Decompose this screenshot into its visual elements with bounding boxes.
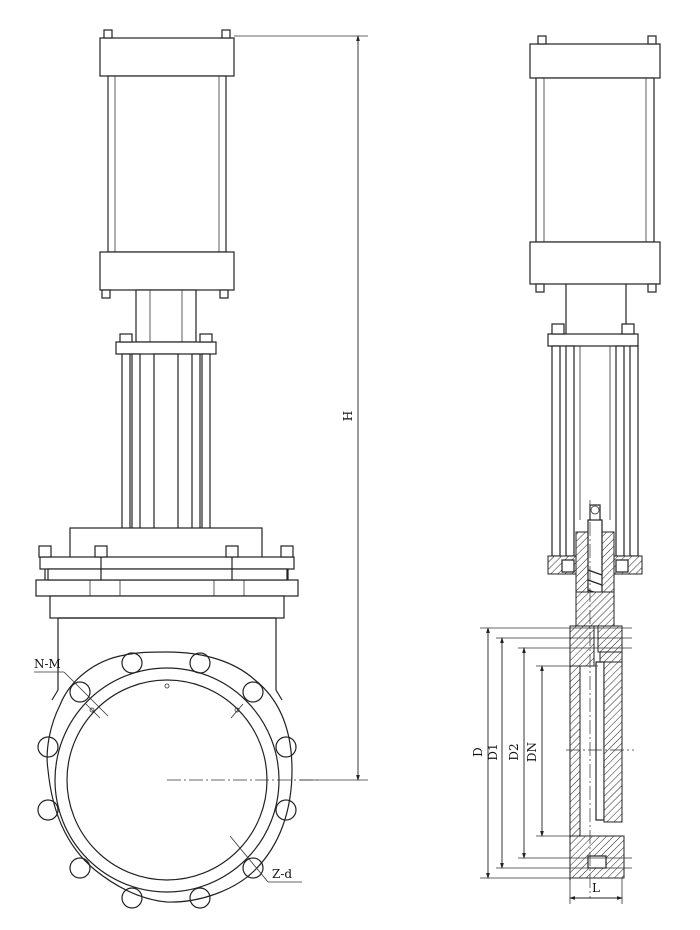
side-cylinder-bottom-cap xyxy=(529,241,661,293)
bolt-holes-callout: Z-d xyxy=(229,835,302,883)
flange-bolt-holes xyxy=(37,652,297,909)
bolt-circle-dimension: D1 xyxy=(486,636,632,870)
nominal-dimension: DN xyxy=(525,664,598,838)
side-centerlines xyxy=(566,500,634,898)
raised-face-dimension: D2 xyxy=(507,646,632,860)
yoke-columns xyxy=(121,353,211,581)
side-view: D D1 D2 DN L xyxy=(471,35,661,904)
side-body xyxy=(569,591,625,880)
cylinder-bottom-cap xyxy=(99,251,235,299)
gland-plate xyxy=(35,527,299,619)
bolt-circle-label: D1 xyxy=(486,743,500,760)
side-bracket xyxy=(547,284,639,347)
bolt-thread-label: N-M xyxy=(34,657,61,671)
mounting-bracket xyxy=(115,289,217,355)
flange-od-label: D xyxy=(471,747,485,757)
bolt-holes-label: Z-d xyxy=(272,867,292,881)
nominal-label: DN xyxy=(525,742,539,762)
cylinder-body xyxy=(107,75,227,253)
gland-bolts xyxy=(38,545,294,580)
height-label: H xyxy=(341,411,355,421)
height-dimension: H xyxy=(234,34,368,782)
side-cylinder-top-cap xyxy=(529,35,661,79)
raised-face-label: D2 xyxy=(507,743,521,760)
length-label: L xyxy=(592,881,600,895)
flange-od-dimension: D xyxy=(471,626,632,880)
side-cylinder-body xyxy=(535,77,655,243)
body-flange xyxy=(37,651,320,909)
bolt-thread-callout: N-M xyxy=(34,657,109,717)
front-view: N-M Z-d H xyxy=(34,29,368,909)
length-dimension: L xyxy=(568,878,624,904)
cylinder-top-cap xyxy=(99,29,235,77)
valve-body xyxy=(51,617,283,701)
